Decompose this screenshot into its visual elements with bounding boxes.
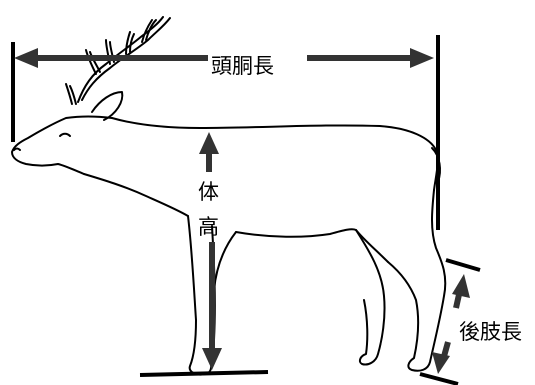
deer-back: [112, 118, 438, 190]
height-arrow-upper-head: [199, 132, 219, 154]
head-body-arrow-right-head: [410, 48, 434, 68]
height-ground-bar: [140, 372, 268, 375]
deer-antlers: [66, 17, 170, 120]
deer-eye: [60, 134, 70, 136]
measurement-markers: [13, 35, 480, 384]
height-arrow-lower-head: [202, 348, 222, 370]
deer-neck: [84, 174, 188, 216]
body-height-label-char-1: 体: [198, 180, 219, 204]
hind-limb-arrow-upper-head: [452, 274, 470, 298]
hind-limb-bottom-bar: [420, 374, 458, 384]
head-body-arrow-left-head: [14, 48, 38, 68]
deer-head: [12, 117, 112, 175]
deer-hind-leg-far: [356, 230, 385, 365]
deer-nose: [14, 149, 20, 151]
deer-belly: [236, 229, 356, 237]
body-height-label-char-2: 高: [198, 215, 219, 239]
hind-limb-length-label: 後肢長: [459, 320, 522, 344]
hind-limb-top-bar: [446, 260, 480, 270]
head-body-length-label: 頭胴長: [211, 54, 274, 78]
